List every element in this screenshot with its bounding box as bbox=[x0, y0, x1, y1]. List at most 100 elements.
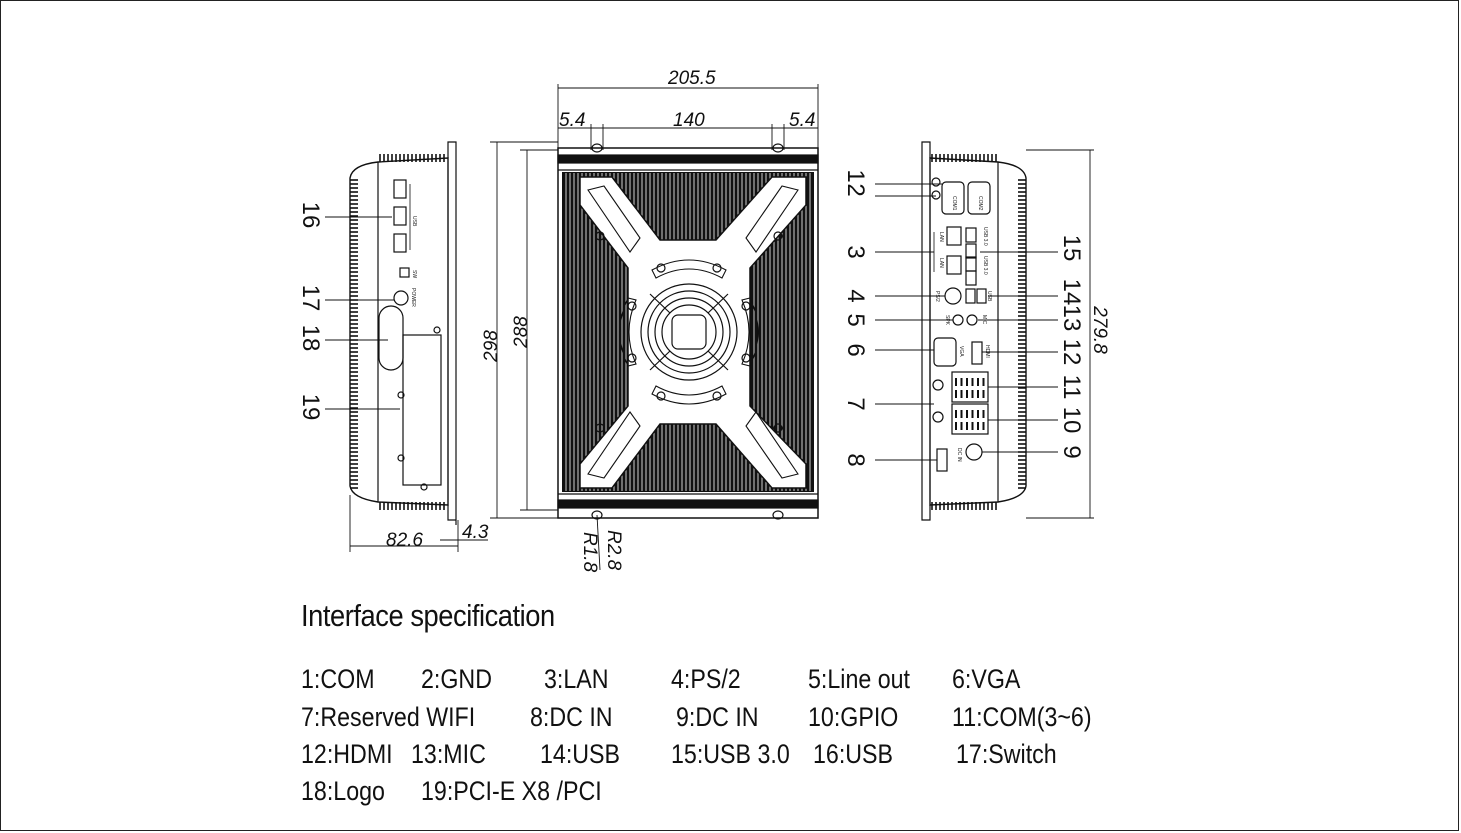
wifi-antenna-1 bbox=[932, 379, 944, 391]
spec-item: 17:Switch bbox=[956, 739, 1057, 769]
spec-item: 8:DC IN bbox=[530, 702, 613, 732]
left-side-fins-left bbox=[350, 179, 358, 489]
power-button bbox=[393, 290, 409, 306]
callout-number: 6 bbox=[842, 343, 869, 356]
label-com1: COM1 bbox=[951, 196, 957, 211]
usb-port-right-2 bbox=[976, 288, 987, 304]
spec-item: 2:GND bbox=[421, 664, 492, 694]
label-usb-right: USB bbox=[986, 291, 992, 302]
label-lan-1: LAN bbox=[938, 232, 944, 242]
spec-item: 6:VGA bbox=[952, 664, 1021, 694]
label-usb30-a: USB 3.0 bbox=[982, 227, 988, 246]
spec-item: 11:COM(3~6) bbox=[952, 702, 1092, 732]
usb-port-left-2 bbox=[393, 206, 407, 226]
ps2-port bbox=[944, 287, 962, 305]
usb3-port-2 bbox=[965, 243, 977, 259]
label-com2: COM2 bbox=[977, 196, 983, 211]
com-port-2 bbox=[967, 181, 991, 215]
callout-number: 5 bbox=[842, 313, 869, 326]
spec-item: 19:PCI-E X8 /PCI bbox=[421, 776, 602, 806]
dc-in-terminal bbox=[936, 448, 948, 472]
lan-port-1 bbox=[946, 226, 962, 246]
label-spk: SPK bbox=[944, 315, 950, 326]
spec-item: 1:COM bbox=[301, 664, 375, 694]
dim-outer-height: 298 bbox=[481, 330, 502, 363]
left-side-fins-top bbox=[379, 154, 445, 162]
callout-number: 13 bbox=[1058, 305, 1085, 332]
callout-number: 4 bbox=[842, 289, 869, 302]
callout-number: 18 bbox=[297, 325, 324, 352]
label-sw: SW bbox=[411, 270, 417, 278]
vga-port bbox=[933, 337, 957, 367]
dim-overall-width: 205.5 bbox=[667, 68, 716, 89]
usb-port-left-1 bbox=[393, 179, 407, 199]
callout-number: 7 bbox=[842, 397, 869, 410]
lan-port-2 bbox=[946, 255, 962, 275]
callout-number: 14 bbox=[1058, 279, 1085, 306]
dim-inner-height: 288 bbox=[511, 316, 532, 349]
com-port-1 bbox=[941, 181, 965, 215]
right-side-fins-right bbox=[1018, 179, 1026, 489]
spec-item: 14:USB bbox=[540, 739, 621, 769]
label-mic: MIC bbox=[981, 315, 987, 325]
spec-item: 4:PS/2 bbox=[671, 664, 741, 694]
spec-item: 13:MIC bbox=[411, 739, 486, 769]
spk-jack bbox=[952, 314, 964, 326]
spec-item: 18:Logo bbox=[301, 776, 385, 806]
label-ps2: PS/2 bbox=[934, 291, 940, 302]
dim-flange: 4.3 bbox=[462, 522, 489, 543]
dim-radius-inner: R1.8 bbox=[579, 532, 600, 573]
spec-item: 10:GPIO bbox=[808, 702, 899, 732]
spec-item: 3:LAN bbox=[544, 664, 609, 694]
callout-number: 9 bbox=[1058, 445, 1085, 458]
spec-item: 15:USB 3.0 bbox=[671, 739, 790, 769]
logo-oval bbox=[378, 305, 404, 371]
usb3-port-4 bbox=[965, 270, 977, 286]
gpio-block bbox=[951, 403, 989, 435]
spec-item: 12:HDMI bbox=[301, 739, 393, 769]
callout-number: 16 bbox=[297, 202, 324, 229]
callout-number: 8 bbox=[842, 453, 869, 466]
front-view: 205.5 5.4 140 5.4 298 288 R2.8 R1.8 bbox=[481, 68, 819, 573]
sw-port bbox=[399, 267, 410, 278]
left-side-view: USB SW POWER 82.6 4.3 bbox=[325, 141, 489, 552]
callout-number: 19 bbox=[297, 394, 324, 421]
pci-slot bbox=[402, 334, 442, 486]
mounting-bracket bbox=[579, 176, 807, 489]
label-dc-in: DC IN bbox=[956, 448, 962, 462]
callout-number: 1 bbox=[842, 169, 869, 182]
callout-number: 10 bbox=[1058, 407, 1085, 434]
gnd-screw bbox=[931, 177, 941, 187]
usb3-port-1 bbox=[965, 227, 977, 243]
usb-port-left-3 bbox=[393, 233, 407, 253]
wifi-antenna-2 bbox=[932, 411, 944, 423]
dim-hole-offset-right: 5.4 bbox=[789, 110, 815, 131]
dim-side-height: 279.8 bbox=[1089, 305, 1110, 354]
spec-item: 9:DC IN bbox=[676, 702, 759, 732]
spec-item: 7:Reserved WIFI bbox=[301, 702, 476, 732]
dim-hole-spacing: 140 bbox=[673, 110, 705, 131]
usb3-port-3 bbox=[965, 256, 977, 272]
callout-number: 12 bbox=[1058, 339, 1085, 366]
spec-item: 5:Line out bbox=[808, 664, 911, 694]
callout-number: 17 bbox=[297, 285, 324, 312]
dim-hole-offset-left: 5.4 bbox=[559, 110, 585, 131]
label-hdmi: HDMI bbox=[984, 345, 990, 358]
dim-depth: 82.6 bbox=[386, 530, 423, 551]
usb-port-right-1 bbox=[965, 288, 976, 304]
callout-number: 11 bbox=[1058, 375, 1085, 400]
spec-title: Interface specification bbox=[301, 598, 555, 633]
callout-number: 3 bbox=[842, 245, 869, 258]
spec-item: 16:USB bbox=[813, 739, 894, 769]
dc-in-jack bbox=[965, 443, 983, 461]
hdmi-port bbox=[971, 341, 983, 365]
callout-number: 15 bbox=[1058, 235, 1085, 262]
dim-radius-outer: R2.8 bbox=[603, 530, 624, 571]
label-lan-2: LAN bbox=[938, 258, 944, 268]
label-usb: USB bbox=[411, 216, 417, 227]
right-side-view: 279.8 COM1 COM2 USB 3.0 USB 3.0 LAN LAN … bbox=[875, 141, 1110, 521]
callout-number: 2 bbox=[842, 183, 869, 196]
label-power: POWER bbox=[410, 288, 416, 307]
